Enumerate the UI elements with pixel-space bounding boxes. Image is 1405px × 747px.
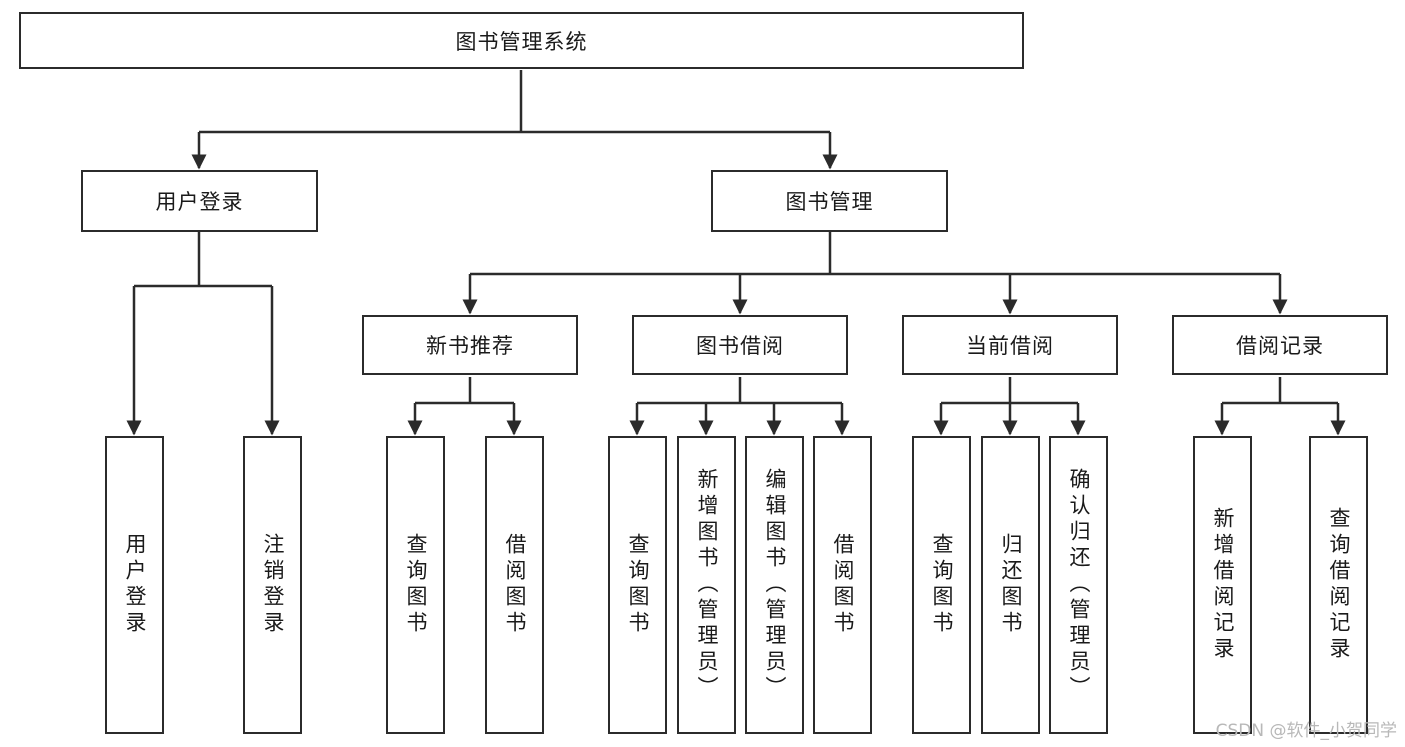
leaf-query-book-borrow-label: 查询图书	[626, 533, 650, 637]
leaf-logout-label: 注销登录	[261, 533, 285, 637]
node-borrow-records-label: 借阅记录	[1236, 334, 1324, 358]
node-book-borrow[interactable]: 图书借阅	[632, 315, 848, 375]
leaf-return-book[interactable]: 归还图书	[981, 436, 1040, 734]
node-borrow-records[interactable]: 借阅记录	[1172, 315, 1388, 375]
leaf-borrow-book-borrow-label: 借阅图书	[831, 533, 855, 637]
leaf-add-book-admin[interactable]: 新增图书（管理员）	[677, 436, 736, 734]
leaf-edit-book-admin[interactable]: 编辑图书（管理员）	[745, 436, 804, 734]
leaf-query-borrow-record-label: 查询借阅记录	[1327, 507, 1351, 663]
leaf-return-book-label: 归还图书	[999, 533, 1023, 637]
leaf-query-book-newbook[interactable]: 查询图书	[386, 436, 445, 734]
leaf-query-book-current-label: 查询图书	[930, 533, 954, 637]
leaf-borrow-book-newbook[interactable]: 借阅图书	[485, 436, 544, 734]
node-book-management[interactable]: 图书管理	[711, 170, 948, 232]
leaf-add-borrow-record[interactable]: 新增借阅记录	[1193, 436, 1252, 734]
node-current-borrow-label: 当前借阅	[966, 334, 1054, 358]
leaf-logout[interactable]: 注销登录	[243, 436, 302, 734]
node-user-login-label: 用户登录	[155, 190, 244, 214]
leaf-add-borrow-record-label: 新增借阅记录	[1211, 507, 1235, 663]
node-current-borrow[interactable]: 当前借阅	[902, 315, 1118, 375]
leaf-user-login[interactable]: 用户登录	[105, 436, 164, 734]
node-user-login[interactable]: 用户登录	[81, 170, 318, 232]
leaf-confirm-return-admin-label: 确认归还（管理员）	[1067, 468, 1091, 702]
node-new-book-recommend-label: 新书推荐	[426, 334, 514, 358]
leaf-confirm-return-admin[interactable]: 确认归还（管理员）	[1049, 436, 1108, 734]
node-new-book-recommend[interactable]: 新书推荐	[362, 315, 578, 375]
node-book-management-label: 图书管理	[785, 190, 874, 214]
leaf-query-book-borrow[interactable]: 查询图书	[608, 436, 667, 734]
leaf-add-book-admin-label: 新增图书（管理员）	[695, 468, 719, 702]
node-book-borrow-label: 图书借阅	[696, 334, 784, 358]
csdn-watermark: CSDN @软件_小贺同学	[1215, 721, 1397, 741]
leaf-query-book-newbook-label: 查询图书	[404, 533, 428, 637]
leaf-borrow-book-newbook-label: 借阅图书	[503, 533, 527, 637]
leaf-query-borrow-record[interactable]: 查询借阅记录	[1309, 436, 1368, 734]
leaf-edit-book-admin-label: 编辑图书（管理员）	[763, 468, 787, 702]
leaf-user-login-label: 用户登录	[123, 533, 147, 637]
leaf-query-book-current[interactable]: 查询图书	[912, 436, 971, 734]
node-root-label: 图书管理系统	[455, 29, 588, 54]
node-root[interactable]: 图书管理系统	[19, 12, 1024, 69]
leaf-borrow-book-borrow[interactable]: 借阅图书	[813, 436, 872, 734]
